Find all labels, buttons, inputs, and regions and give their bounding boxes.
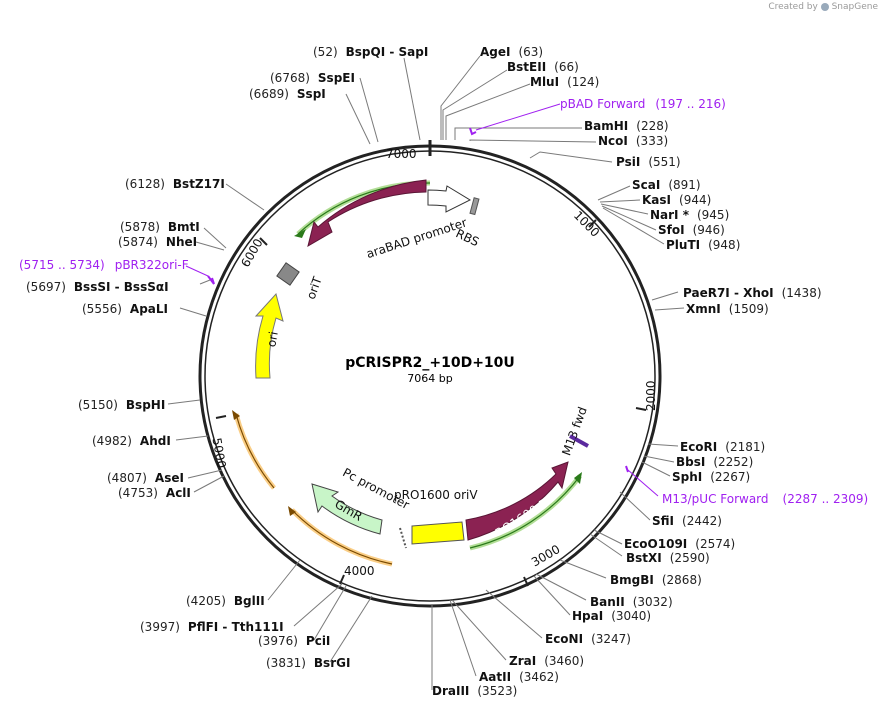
site-s333: NcoI(333) bbox=[598, 134, 668, 148]
pBR322ori-F-marker bbox=[207, 275, 215, 285]
site-s1438: PaeR7I - XhoI(1438) bbox=[683, 286, 822, 300]
credit-prefix: Created by bbox=[768, 2, 818, 12]
tick-label-7000: 7000 bbox=[386, 147, 417, 161]
tick-label-5000: 5000 bbox=[210, 437, 229, 470]
ori-label: ori bbox=[264, 330, 280, 348]
tick-4000 bbox=[339, 574, 345, 585]
site-s2442: SfiI(2442) bbox=[652, 514, 722, 528]
site-s6689: (6689)SspI bbox=[249, 87, 326, 101]
site-s5697: (5697)BssSI - BssSαI bbox=[26, 280, 169, 294]
primer-pBR322ori-F: (5715 .. 5734)pBR322ori-F bbox=[19, 258, 189, 272]
oriT-label: oriT bbox=[304, 274, 325, 301]
snapgene-logo-icon bbox=[820, 2, 829, 11]
primer-M13-pUC-forward: M13/pUC Forward(2287 .. 2309) bbox=[662, 492, 868, 506]
site-s4807: (4807)AseI bbox=[107, 471, 184, 485]
site-s5874: (5874)NheI bbox=[118, 235, 197, 249]
tick-label-2000: 2000 bbox=[644, 380, 658, 411]
site-labels: (52)BspQI - SapI AgeI(63) BstEII(66) Mlu… bbox=[19, 45, 868, 698]
tick-2000 bbox=[635, 407, 647, 411]
site-s228: BamHI(228) bbox=[584, 119, 669, 133]
orange-track-1 bbox=[233, 413, 276, 490]
tick-3000 bbox=[523, 576, 529, 587]
GmR-feature bbox=[311, 483, 383, 535]
araC-feature bbox=[307, 179, 427, 248]
tick-5000 bbox=[215, 415, 227, 419]
site-s4982: (4982)AhdI bbox=[92, 434, 171, 448]
site-s551: PsiI(551) bbox=[616, 155, 681, 169]
plasmid-name: pCRISPR2_+10D+10U bbox=[345, 355, 515, 371]
site-s946: SfoI(946) bbox=[658, 223, 725, 237]
araBAD-promoter-arrow bbox=[427, 185, 472, 213]
site-s3040: HpaI(3040) bbox=[572, 609, 651, 623]
RBS-feature bbox=[469, 197, 480, 216]
site-s2590: BstXI(2590) bbox=[626, 551, 710, 565]
site-s66: BstEII(66) bbox=[507, 60, 579, 74]
site-s4205: (4205)BglII bbox=[186, 594, 265, 608]
tick-1000 bbox=[588, 219, 597, 228]
pRO1600-oriV-label: pRO1600 oriV bbox=[394, 488, 478, 502]
site-s891: ScaI(891) bbox=[632, 178, 701, 192]
site-s63: AgeI(63) bbox=[480, 45, 543, 59]
tick-label-4000: 4000 bbox=[344, 564, 375, 578]
M13-pUC-forward-marker bbox=[625, 465, 629, 473]
snapgene-credit: Created by SnapGene bbox=[768, 2, 878, 12]
tick-label-3000: 3000 bbox=[529, 542, 562, 569]
site-s2252: BbsI(2252) bbox=[676, 455, 753, 469]
site-s2574: EcoO109I(2574) bbox=[624, 537, 735, 551]
site-s1509: XmnI(1509) bbox=[686, 302, 769, 316]
M13-fwd-label: M13 fwd bbox=[559, 405, 590, 458]
pRO1600-Rep-feature bbox=[465, 461, 569, 541]
site-s3831: (3831)BsrGI bbox=[266, 656, 350, 670]
leader-lines bbox=[167, 55, 685, 690]
tick-label-1000: 1000 bbox=[571, 208, 602, 239]
tick-marks bbox=[215, 219, 647, 587]
site-s5878: (5878)BmtI bbox=[120, 220, 200, 234]
site-s2181: EcoRI(2181) bbox=[680, 440, 765, 454]
site-s6128: (6128)BstZ17I bbox=[125, 177, 225, 191]
ori-feature bbox=[254, 292, 284, 379]
araC-label: araC bbox=[355, 209, 386, 232]
site-s3460: ZraI(3460) bbox=[509, 654, 584, 668]
plasmid-length: 7064 bp bbox=[407, 372, 452, 385]
site-s3247: EcoNI(3247) bbox=[545, 632, 631, 646]
site-s945: NarI *(945) bbox=[650, 208, 729, 222]
primer-pBAD-forward: pBAD Forward(197 .. 216) bbox=[560, 97, 726, 111]
site-s2868: BmgBI(2868) bbox=[610, 573, 702, 587]
site-s944: KasI(944) bbox=[642, 193, 711, 207]
site-s2267: SphI(2267) bbox=[672, 470, 750, 484]
site-s52: (52)BspQI - SapI bbox=[313, 45, 428, 59]
pBAD-forward-marker bbox=[469, 127, 477, 136]
tick-6000 bbox=[259, 237, 268, 246]
site-s6768: (6768)SspEI bbox=[270, 71, 355, 85]
site-s948: PluTI(948) bbox=[666, 238, 740, 252]
site-s5556: (5556)ApaLI bbox=[82, 302, 168, 316]
site-s3976: (3976)PciI bbox=[258, 634, 330, 648]
site-s3462: AatII(3462) bbox=[479, 670, 559, 684]
site-s3997: (3997)PflFI - Tth111I bbox=[140, 620, 284, 634]
M13-fwd-feature bbox=[569, 434, 589, 448]
site-s4753: (4753)AclI bbox=[118, 486, 191, 500]
site-s5150: (5150)BspHI bbox=[78, 398, 165, 412]
site-s124: MluI(124) bbox=[530, 75, 599, 89]
oriT-feature bbox=[276, 262, 300, 286]
pRO1600-oriV-feature bbox=[411, 521, 465, 545]
credit-brand: SnapGene bbox=[831, 2, 878, 12]
RBS-label: RBS bbox=[454, 226, 482, 249]
site-s3032: BanII(3032) bbox=[590, 595, 673, 609]
site-s3523: DraIII(3523) bbox=[432, 684, 517, 698]
Pc-promoter-feature bbox=[399, 527, 407, 549]
